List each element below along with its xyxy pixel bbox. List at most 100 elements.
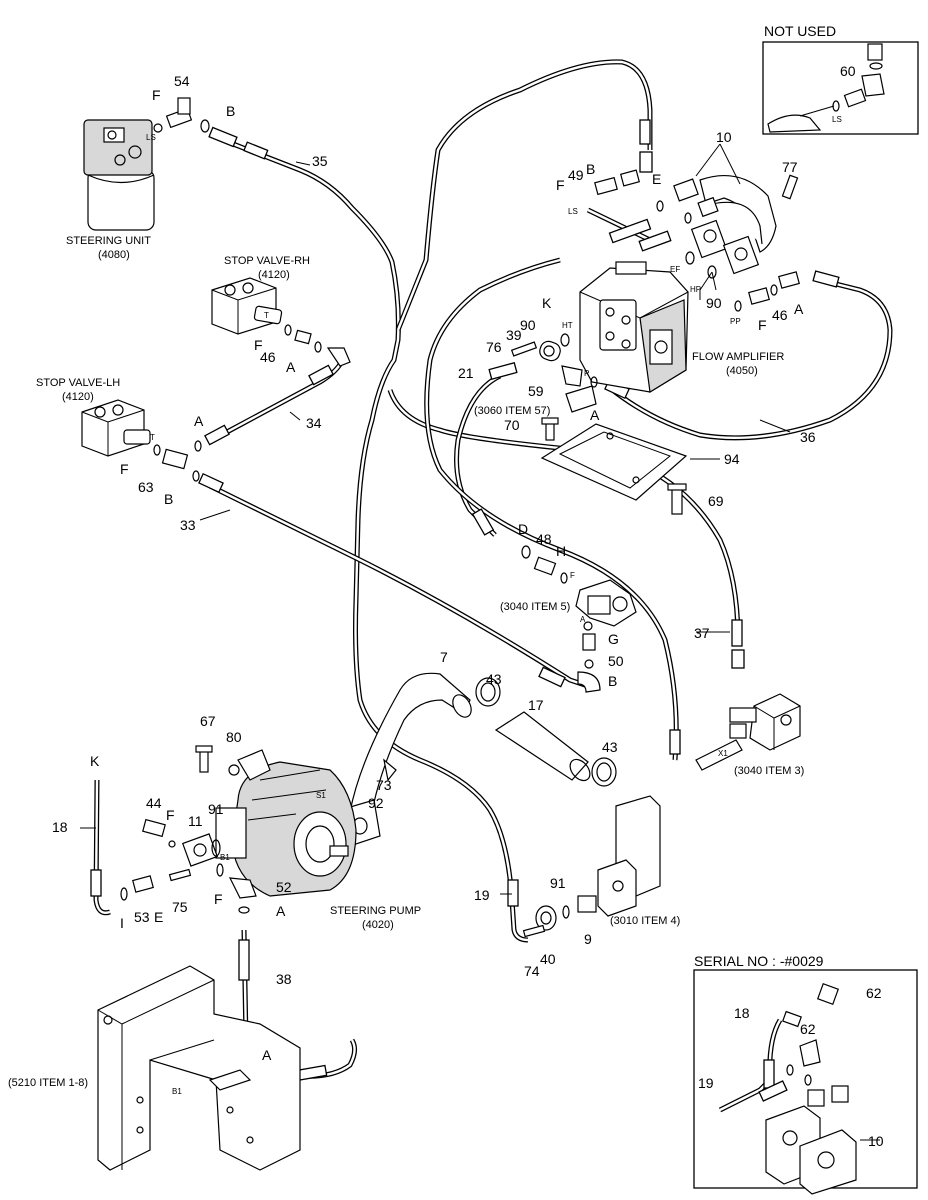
part-52: 52 xyxy=(276,879,292,895)
clamp-43[interactable] xyxy=(475,677,617,787)
flow-amplifier-name: FLOW AMPLIFIER xyxy=(692,351,784,363)
port-K-pump: K xyxy=(90,753,100,769)
mark-s1: S1 xyxy=(316,791,326,800)
part-44: 44 xyxy=(146,795,162,811)
part-75: 75 xyxy=(172,899,188,915)
port-B-su: B xyxy=(226,103,235,119)
part-21: 21 xyxy=(458,365,474,381)
part-92: 92 xyxy=(368,795,384,811)
part-60: 60 xyxy=(840,63,856,79)
part-43-bottom: 43 xyxy=(602,739,618,755)
stop-valve-rh[interactable] xyxy=(211,277,351,367)
stop-valve-rh-name: STOP VALVE-RH xyxy=(224,255,310,267)
part-37: 37 xyxy=(694,625,710,641)
port-E-pump: E xyxy=(154,909,163,925)
port-D: D xyxy=(518,521,528,537)
part-34: 34 xyxy=(306,415,322,431)
part-80: 80 xyxy=(226,729,242,745)
mark-ht: HT xyxy=(562,321,573,330)
port-A-pump: A xyxy=(276,903,286,919)
part-67: 67 xyxy=(200,713,216,729)
part-39: 39 xyxy=(506,327,522,343)
part-10: 10 xyxy=(716,129,732,145)
ref-5210: (5210 ITEM 1-8) xyxy=(8,1077,88,1089)
mark-ls-notused: LS xyxy=(832,115,842,124)
pump-fittings[interactable] xyxy=(120,818,257,914)
part-40: 40 xyxy=(540,951,556,967)
part-90-ht: 90 xyxy=(520,317,536,333)
part-36: 36 xyxy=(800,429,816,445)
port-F-lh: F xyxy=(120,461,129,477)
part-62-top: 62 xyxy=(866,985,882,1001)
hose-crimp-fittings xyxy=(90,119,840,1082)
part-49: 49 xyxy=(568,167,584,183)
part-91-pump: 91 xyxy=(208,801,224,817)
port-E-amp: E xyxy=(652,171,661,187)
mark-t-lh: T xyxy=(150,433,155,442)
mark-p: P xyxy=(584,369,589,378)
valve-block-3010-item4[interactable] xyxy=(522,795,661,938)
part-70: 70 xyxy=(504,417,520,433)
frame-5210[interactable] xyxy=(97,965,301,1171)
port-B-amp: B xyxy=(586,161,595,177)
fitting-54[interactable] xyxy=(153,97,210,133)
steering-pump[interactable] xyxy=(195,745,357,897)
valve-3040-item5[interactable] xyxy=(521,545,637,693)
hose-17[interactable] xyxy=(494,711,594,784)
part-46-rh: 46 xyxy=(260,349,276,365)
port-K-amp: K xyxy=(542,295,552,311)
part-53: 53 xyxy=(134,909,150,925)
part-48: 48 xyxy=(536,531,552,547)
port-A-3060: A xyxy=(590,407,600,423)
flange-10[interactable] xyxy=(673,174,799,275)
part-19-serial: 19 xyxy=(698,1075,714,1091)
port-H: H xyxy=(556,543,566,559)
mark-b1-frame: B1 xyxy=(172,1087,182,1096)
mark-t-rh: T xyxy=(264,311,269,320)
amplifier-fittings[interactable] xyxy=(510,169,800,515)
serial-box xyxy=(693,969,918,1195)
mark-b1-pump: B1 xyxy=(220,853,230,862)
serial-title: SERIAL NO : -#0029 xyxy=(694,953,824,969)
port-G: G xyxy=(608,631,619,647)
port-A-lh: A xyxy=(194,413,204,429)
part-18: 18 xyxy=(52,819,68,835)
part-69: 69 xyxy=(708,493,724,509)
port-B-lh: B xyxy=(164,491,173,507)
part-74: 74 xyxy=(524,963,540,979)
part-7: 7 xyxy=(440,649,448,665)
steering-unit[interactable] xyxy=(83,119,155,231)
part-50: 50 xyxy=(608,653,624,669)
steering-pump-name: STEERING PUMP xyxy=(330,905,421,917)
port-I: I xyxy=(120,915,124,931)
stop-valve-lh[interactable] xyxy=(81,399,202,482)
part-77: 77 xyxy=(782,159,798,175)
ref-3060: (3060 ITEM 57) xyxy=(474,405,550,417)
port-B-3040: B xyxy=(608,673,617,689)
part-90-amp: 90 xyxy=(706,295,722,311)
part-19: 19 xyxy=(474,887,490,903)
flow-amplifier-ref: (4050) xyxy=(726,365,758,377)
port-F-pump2: F xyxy=(214,891,223,907)
part-9: 9 xyxy=(584,931,592,947)
mark-ls-su: LS xyxy=(146,133,156,142)
mark-hp: HP xyxy=(690,285,701,294)
part-94: 94 xyxy=(724,451,740,467)
leader-lines xyxy=(80,143,880,1141)
part-62-mid: 62 xyxy=(800,1021,816,1037)
part-73: 73 xyxy=(376,777,392,793)
ref-3040-5: (3040 ITEM 5) xyxy=(500,601,570,613)
mark-x1: X1 xyxy=(718,749,728,758)
stop-valve-rh-ref: (4120) xyxy=(258,269,290,281)
mark-ls-amp: LS xyxy=(568,207,578,216)
part-63: 63 xyxy=(138,479,154,495)
stop-valve-lh-name: STOP VALVE-LH xyxy=(36,377,120,389)
valve-3040-item3[interactable] xyxy=(695,693,801,771)
steering-unit-ref: (4080) xyxy=(98,249,130,261)
flow-amplifier[interactable] xyxy=(579,261,689,393)
part-11: 11 xyxy=(188,813,203,829)
bracket-94[interactable] xyxy=(540,423,688,501)
not-used-title: NOT USED xyxy=(764,23,836,39)
